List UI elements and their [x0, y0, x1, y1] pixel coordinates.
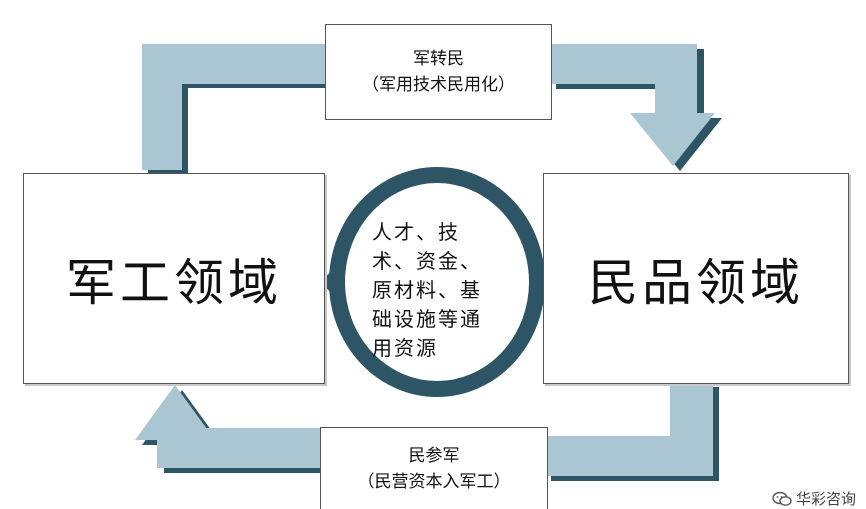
top-right-arrow [552, 44, 722, 171]
military-to-civil-label: 军转民 （军用技术民用化） [325, 24, 552, 120]
wechat-icon [772, 491, 792, 506]
military-domain-box: 军工领域 [23, 173, 325, 384]
shared-resources-text: 人才、技术、资金、原材料、基础设施等通用资源 [372, 220, 482, 360]
watermark: 华彩咨询 [772, 488, 856, 509]
ring-arrow-left-head [320, 262, 341, 302]
ring-arrow-right-head [532, 262, 553, 302]
civil-to-military-desc: （民营资本入军工） [357, 471, 511, 492]
bottom-left-arrow [135, 385, 324, 473]
watermark-text: 华彩咨询 [795, 490, 856, 508]
civil-to-military-title: 民参军 [408, 445, 460, 466]
military-to-civil-title: 军转民 [413, 49, 464, 69]
military-domain-title: 军工领域 [66, 253, 282, 312]
civil-domain-box: 民品领域 [543, 173, 849, 384]
civil-to-military-label: 民参军 （民营资本入军工） [320, 427, 548, 509]
bottom-right-connector [548, 384, 719, 481]
civil-domain-title: 民品领域 [588, 253, 804, 312]
center-ring [320, 167, 553, 397]
top-left-connector [142, 44, 328, 176]
military-to-civil-desc: （军用技术民用化） [362, 75, 515, 95]
